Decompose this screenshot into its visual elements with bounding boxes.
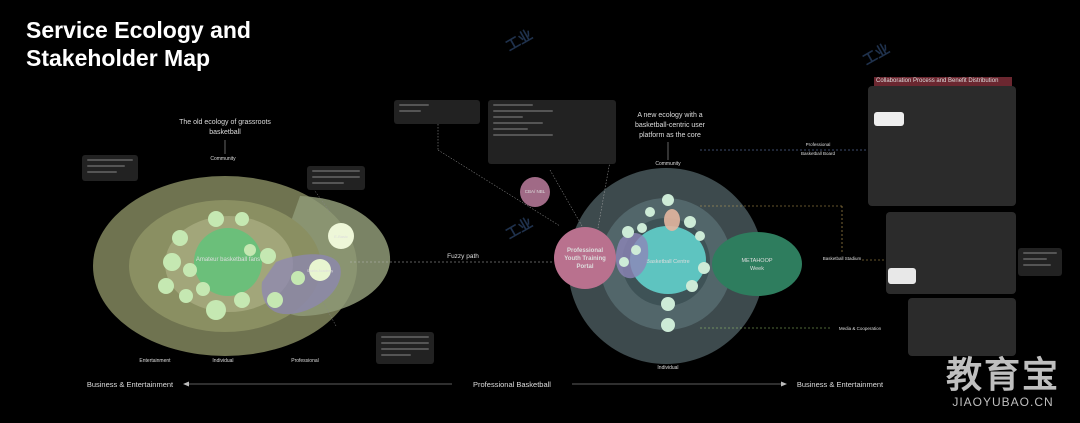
small-node xyxy=(234,292,250,308)
axis-left-label: Business & Entertainment xyxy=(87,380,174,389)
small-node xyxy=(183,263,197,277)
old-community-label: Community xyxy=(210,156,236,162)
portal-label-line2: Youth Training xyxy=(564,256,606,262)
portal-label-line1: Professional xyxy=(567,248,603,254)
note-box xyxy=(376,332,434,364)
old-ecology-group: Amateur basketball fans Sparks Academy E… xyxy=(93,119,391,364)
fuzzy-path-label: Fuzzy path xyxy=(447,253,479,260)
small-node xyxy=(661,318,675,332)
small-node xyxy=(244,244,256,256)
small-node xyxy=(698,262,710,274)
axis-arrow-right xyxy=(781,381,787,387)
panel-node xyxy=(888,268,916,284)
small-node xyxy=(631,245,641,255)
new-heading-line3: platform as the core xyxy=(639,132,701,139)
small-node xyxy=(235,212,249,226)
new-individual-label: Individual xyxy=(657,365,678,371)
small-node xyxy=(686,280,698,292)
basketball-centre-label: Basketball Centre xyxy=(646,259,689,265)
metahoop-label-line1: METAHOOP xyxy=(741,258,772,264)
media-label: Media & Cooperation xyxy=(839,326,882,331)
small-node xyxy=(622,226,634,238)
jiaoyubao-watermark: 教育宝 JIAOYUBAO.CN xyxy=(945,355,1060,410)
small-node xyxy=(158,278,174,294)
panel-node xyxy=(874,112,904,126)
stadium-label: Basketball Stadium xyxy=(823,256,862,261)
small-node xyxy=(206,300,226,320)
note-connector xyxy=(321,299,337,327)
collab-panel-title: Collaboration Process and Benefit Distri… xyxy=(874,77,1012,86)
cba-node xyxy=(520,177,550,207)
new-ecology-group: Basketball Centre METAHOOP Week Professi… xyxy=(437,112,886,371)
small-node xyxy=(196,282,210,296)
peach-node xyxy=(664,209,680,231)
bottom-axis: Business & Entertainment Professional Ba… xyxy=(87,380,884,389)
page-title: Service Ecology and Stakeholder Map xyxy=(26,17,251,71)
amateur-fans-node xyxy=(194,228,262,296)
small-node xyxy=(163,253,181,271)
small-node xyxy=(684,216,696,228)
small-node xyxy=(267,292,283,308)
collab-panel xyxy=(868,86,1016,206)
old-heading-line1: The old ecology of grassroots xyxy=(179,119,271,126)
top-box-connector xyxy=(549,169,583,227)
axis-arrow-left xyxy=(183,381,189,387)
note-box xyxy=(82,155,138,181)
small-node xyxy=(645,207,655,217)
e-basic-label: E-Basic xyxy=(334,234,348,239)
media-panel xyxy=(908,298,1016,356)
sparks-academy-label: Sparks Academy xyxy=(307,269,334,273)
small-node xyxy=(637,223,647,233)
old-heading-line2: basketball xyxy=(209,129,241,136)
small-node xyxy=(695,231,705,241)
note-box xyxy=(394,100,480,124)
small-node xyxy=(662,194,674,206)
small-node xyxy=(208,211,224,227)
metahoop-node xyxy=(712,232,802,296)
small-node xyxy=(260,248,276,264)
amateur-fans-label: Amateur basketball fans xyxy=(196,257,260,263)
portal-node xyxy=(554,227,616,289)
cba-label: CBA/ NBL xyxy=(525,189,546,194)
small-node xyxy=(179,289,193,303)
note-box xyxy=(488,100,616,164)
small-node xyxy=(172,230,188,246)
old-entertainment-label: Entertainment xyxy=(139,358,171,364)
old-professional-label: Professional xyxy=(291,358,319,364)
metahoop-label-line2: Week xyxy=(750,266,764,272)
note-box xyxy=(1018,248,1062,276)
small-node xyxy=(661,297,675,311)
old-individual-label: Individual xyxy=(212,358,233,364)
basketball-centre-node xyxy=(630,226,706,294)
note-box xyxy=(307,166,365,190)
watermark-en: JIAOYUBAO.CN xyxy=(952,395,1054,409)
axis-center-label: Professional Basketball xyxy=(473,380,551,389)
new-heading-line2: basketball-centric user xyxy=(635,122,706,129)
pro-board-label-line2: Basketball Board xyxy=(801,151,836,156)
portal-label-line3: Portal xyxy=(576,264,593,270)
sparks-academy-node xyxy=(309,259,331,281)
watermark-cn: 教育宝 xyxy=(945,355,1060,396)
small-node xyxy=(291,271,305,285)
small-node xyxy=(619,257,629,267)
e-basic-node xyxy=(328,223,354,249)
axis-right-label: Business & Entertainment xyxy=(797,380,884,389)
pro-board-label-line1: Professional xyxy=(806,142,831,147)
new-community-label: Community xyxy=(655,161,681,167)
new-heading-line1: A new ecology with a xyxy=(637,112,702,119)
